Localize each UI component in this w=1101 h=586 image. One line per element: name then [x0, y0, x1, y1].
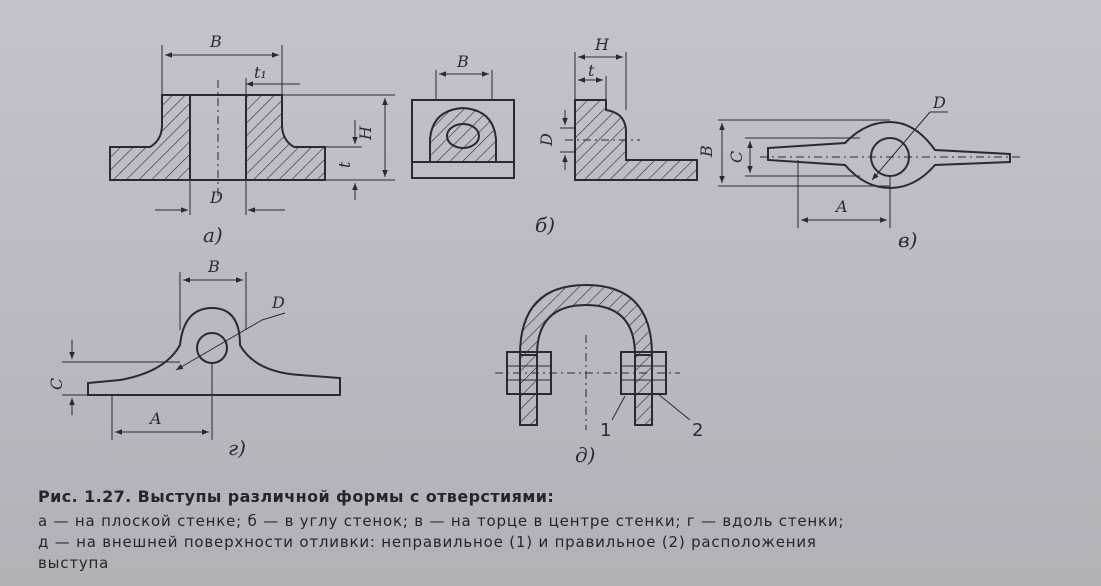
view-b: B б) [411, 52, 555, 237]
technical-drawing: B t₁ H t D а) B б) H [47, 32, 1020, 467]
view-g-label: г) [228, 436, 246, 460]
view-v: B C D A в) [697, 93, 1020, 252]
view-a-dim-h: H [356, 125, 375, 141]
view-a-label: а) [203, 223, 223, 247]
view-b-dim-t: t [588, 61, 595, 80]
figure-title: Выступы различной формы с отверстиями: [137, 487, 555, 506]
view-b-label: б) [535, 213, 555, 237]
caption-title: Рис. 1.27. Выступы различной формы с отв… [38, 486, 1078, 507]
view-a-right-wall [245, 94, 326, 181]
view-a-left-wall [109, 94, 191, 181]
view-g-dim-c: C [47, 378, 66, 390]
view-g-dim-b: B [207, 257, 220, 276]
view-d-label: д) [575, 443, 595, 467]
view-a-bore [189, 94, 247, 181]
view-d-callout-1: 1 [600, 420, 611, 441]
view-v-dim-d: D [932, 93, 946, 112]
view-v-dim-a: A [834, 197, 848, 216]
view-d-callout-2: 2 [692, 420, 703, 441]
figure-caption: Рис. 1.27. Выступы различной формы с отв… [38, 486, 1078, 574]
caption-legend-line-3: выступа [38, 554, 110, 572]
caption-legend-line-2: д — на внешней поверхности отливки: непр… [38, 533, 817, 551]
caption-body: а — на плоской стенке; б — в углу стенок… [38, 511, 1078, 574]
view-a-dim-d: D [209, 188, 223, 207]
view-a: B t₁ H t D а) [109, 32, 395, 247]
view-g: B D C A г) [47, 257, 341, 460]
view-a-dim-b: B [209, 32, 222, 51]
view-v-label: в) [898, 228, 917, 252]
view-b-dim-h: H [594, 35, 610, 54]
view-b-dim-b: B [456, 52, 469, 71]
view-g-dim-d: D [271, 293, 285, 312]
view-d: 1 2 д) [495, 283, 703, 467]
caption-legend-line-1: а — на плоской стенке; б — в углу стенок… [38, 512, 845, 530]
view-g-dim-a: A [148, 409, 162, 428]
view-v-dim-b: B [697, 145, 716, 158]
view-a-dim-t1: t₁ [254, 63, 267, 82]
view-b-side: H t D [537, 35, 698, 181]
view-b-dim-d: D [537, 133, 556, 147]
view-v-dim-c: C [727, 151, 746, 163]
view-a-dim-t: t [335, 161, 354, 168]
figure-number: Рис. 1.27. [38, 487, 132, 506]
